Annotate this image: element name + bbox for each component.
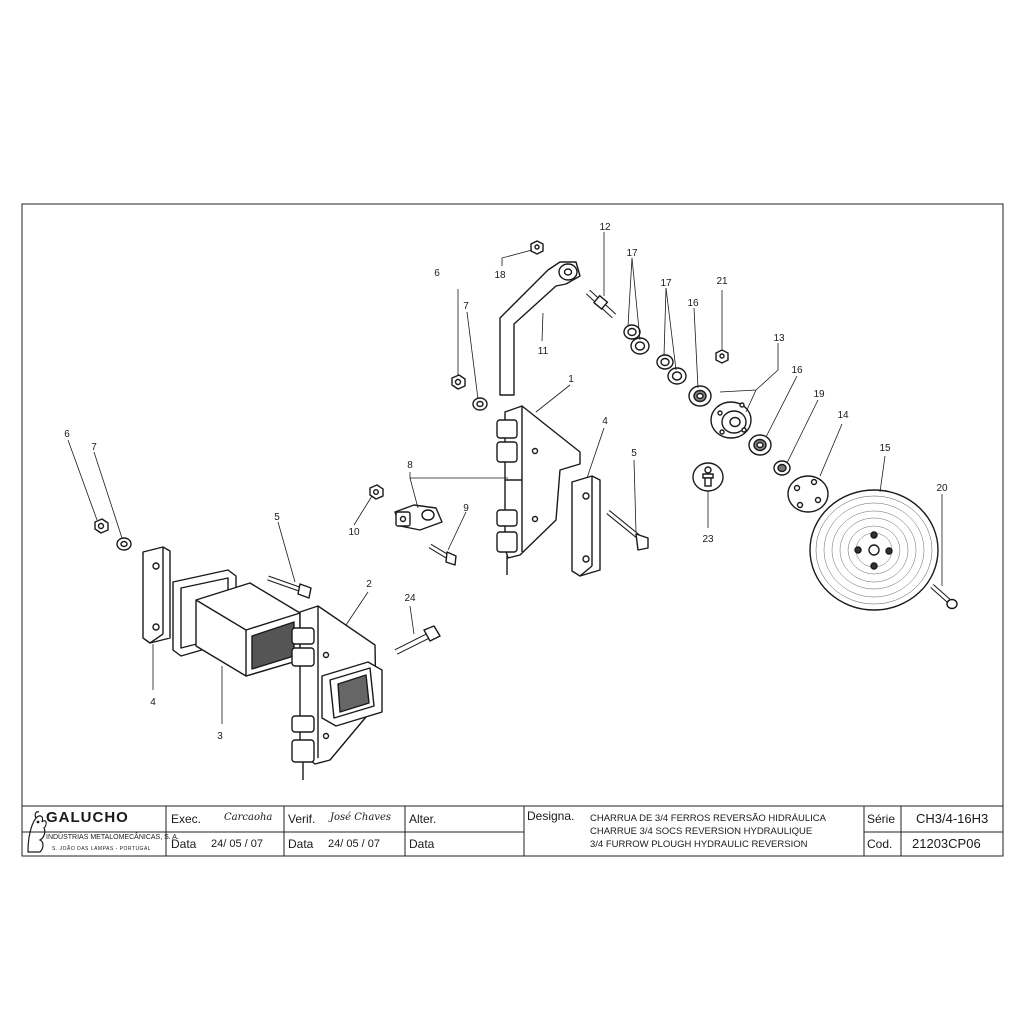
callout-4b: 4 <box>150 697 156 708</box>
data-value-1: 24/ 05 / 07 <box>211 838 263 850</box>
bolt-part-5-left <box>267 575 312 599</box>
designa-label: Designa. <box>527 809 575 823</box>
hub-assembly <box>585 289 829 513</box>
callout-labels: 18 12 17 17 16 21 6 7 11 1 13 16 19 14 1… <box>64 222 948 742</box>
callout-15: 15 <box>879 443 891 454</box>
serie-value: CH3/4-16H3 <box>916 811 989 826</box>
grease-nipple-part-23 <box>692 462 724 492</box>
data-label-1: Data <box>171 837 197 851</box>
designa-line-pt: CHARRUA DE 3/4 FERROS REVERSÃO HIDRÁULIC… <box>590 813 826 824</box>
data-label-3: Data <box>409 837 435 851</box>
nut-part-19 <box>773 460 791 476</box>
callout-18: 18 <box>494 270 506 281</box>
bolt-part-9 <box>428 543 457 566</box>
hub-part-13 <box>710 401 752 439</box>
callout-21: 21 <box>716 276 728 287</box>
callout-4a: 4 <box>602 416 608 427</box>
callout-3: 3 <box>217 731 223 742</box>
callout-10: 10 <box>348 527 360 538</box>
callout-24: 24 <box>404 593 416 604</box>
hinge-bracket-part-2 <box>291 605 441 780</box>
cod-label: Cod. <box>867 837 893 851</box>
callout-11: 11 <box>538 346 549 357</box>
serie-label: Série <box>867 812 896 826</box>
data-value-2: 24/ 05 / 07 <box>328 838 380 850</box>
exec-label: Exec. <box>171 812 202 826</box>
callout-16a: 16 <box>687 298 699 309</box>
callout-2: 2 <box>366 579 372 590</box>
bearing-part-16-a <box>688 385 712 407</box>
disc-part-15 <box>809 489 958 611</box>
callout-13: 13 <box>773 333 785 344</box>
callout-23: 23 <box>702 534 714 545</box>
drawing-frame <box>21 203 1004 857</box>
callout-7b: 7 <box>91 442 97 453</box>
bolt-part-24 <box>394 625 441 655</box>
main-plate-part-1 <box>496 405 649 577</box>
callout-17a: 17 <box>626 248 638 259</box>
callout-6a: 6 <box>434 268 440 279</box>
galucho-logo-icon <box>27 811 47 853</box>
callout-20: 20 <box>936 483 948 494</box>
bolt-part-20 <box>930 584 958 610</box>
title-block-grid <box>22 806 1003 856</box>
clamp-part-8 <box>369 484 457 566</box>
callout-9: 9 <box>463 503 469 514</box>
callout-19: 19 <box>813 389 825 400</box>
cap-part-14 <box>787 475 829 513</box>
callout-6b: 6 <box>64 429 70 440</box>
callout-17b: 17 <box>660 278 672 289</box>
pin-part-12 <box>585 289 617 319</box>
designa-line-fr: CHARRUE 3/4 SOCS REVERSION HYDRAULIQUE <box>590 826 813 837</box>
verif-signature: José Chaves <box>330 812 392 823</box>
callout-12: 12 <box>599 222 611 233</box>
callout-8: 8 <box>407 460 413 471</box>
alter-label: Alter. <box>409 812 437 826</box>
callout-5b: 5 <box>274 512 280 523</box>
leader-lines <box>67 232 943 724</box>
verif-label: Verif. <box>288 812 316 826</box>
company-subtitle: INDÚSTRIAS METALOMECÂNICAS, S. A. <box>46 834 179 841</box>
designa-line-en: 3/4 FURROW PLOUGH HYDRAULIC REVERSION <box>590 839 808 850</box>
bearing-part-16-b <box>748 434 772 456</box>
callout-7a: 7 <box>463 301 469 312</box>
callout-1: 1 <box>568 374 574 385</box>
company-address: S. JOÃO DAS LAMPAS - PORTUGAL <box>52 846 152 852</box>
bolt-part-5-right <box>606 510 649 551</box>
callout-16b: 16 <box>791 365 803 376</box>
data-label-2: Data <box>288 837 314 851</box>
exec-signature: Carcaoha <box>224 812 273 823</box>
callout-14: 14 <box>837 410 849 421</box>
callout-5a: 5 <box>631 448 637 459</box>
company-name: GALUCHO <box>46 809 129 826</box>
lever-part-11 <box>451 240 581 411</box>
left-hitch-assembly <box>94 518 312 677</box>
cod-value: 21203CP06 <box>912 836 981 851</box>
